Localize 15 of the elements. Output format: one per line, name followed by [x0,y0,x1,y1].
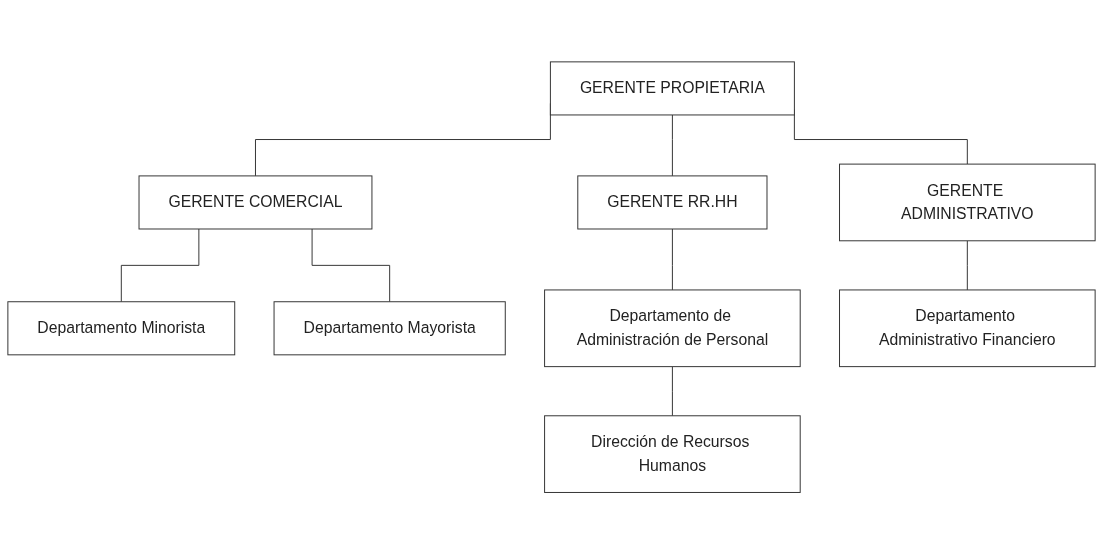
connector [671,365,673,417]
connector [671,228,673,291]
node-box: Departamento Mayorista [273,301,506,356]
connector [966,240,968,291]
connector [120,228,200,303]
node-box: GERENTE ADMINISTRATIVO [839,163,1096,242]
connector [671,114,673,177]
node-box: Dirección de Recursos Humanos [544,415,801,493]
connector [311,228,391,303]
node-box: GERENTE PROPIETARIA [549,61,795,116]
node-box: GERENTE COMERCIAL [138,175,373,230]
node-box: Departamento Administrativo Financiero [839,289,1096,367]
node-box: Departamento de Administración de Personal [544,289,801,367]
node-box: Departamento Minorista [7,301,236,356]
node-box: GERENTE RR.HH [577,175,768,230]
